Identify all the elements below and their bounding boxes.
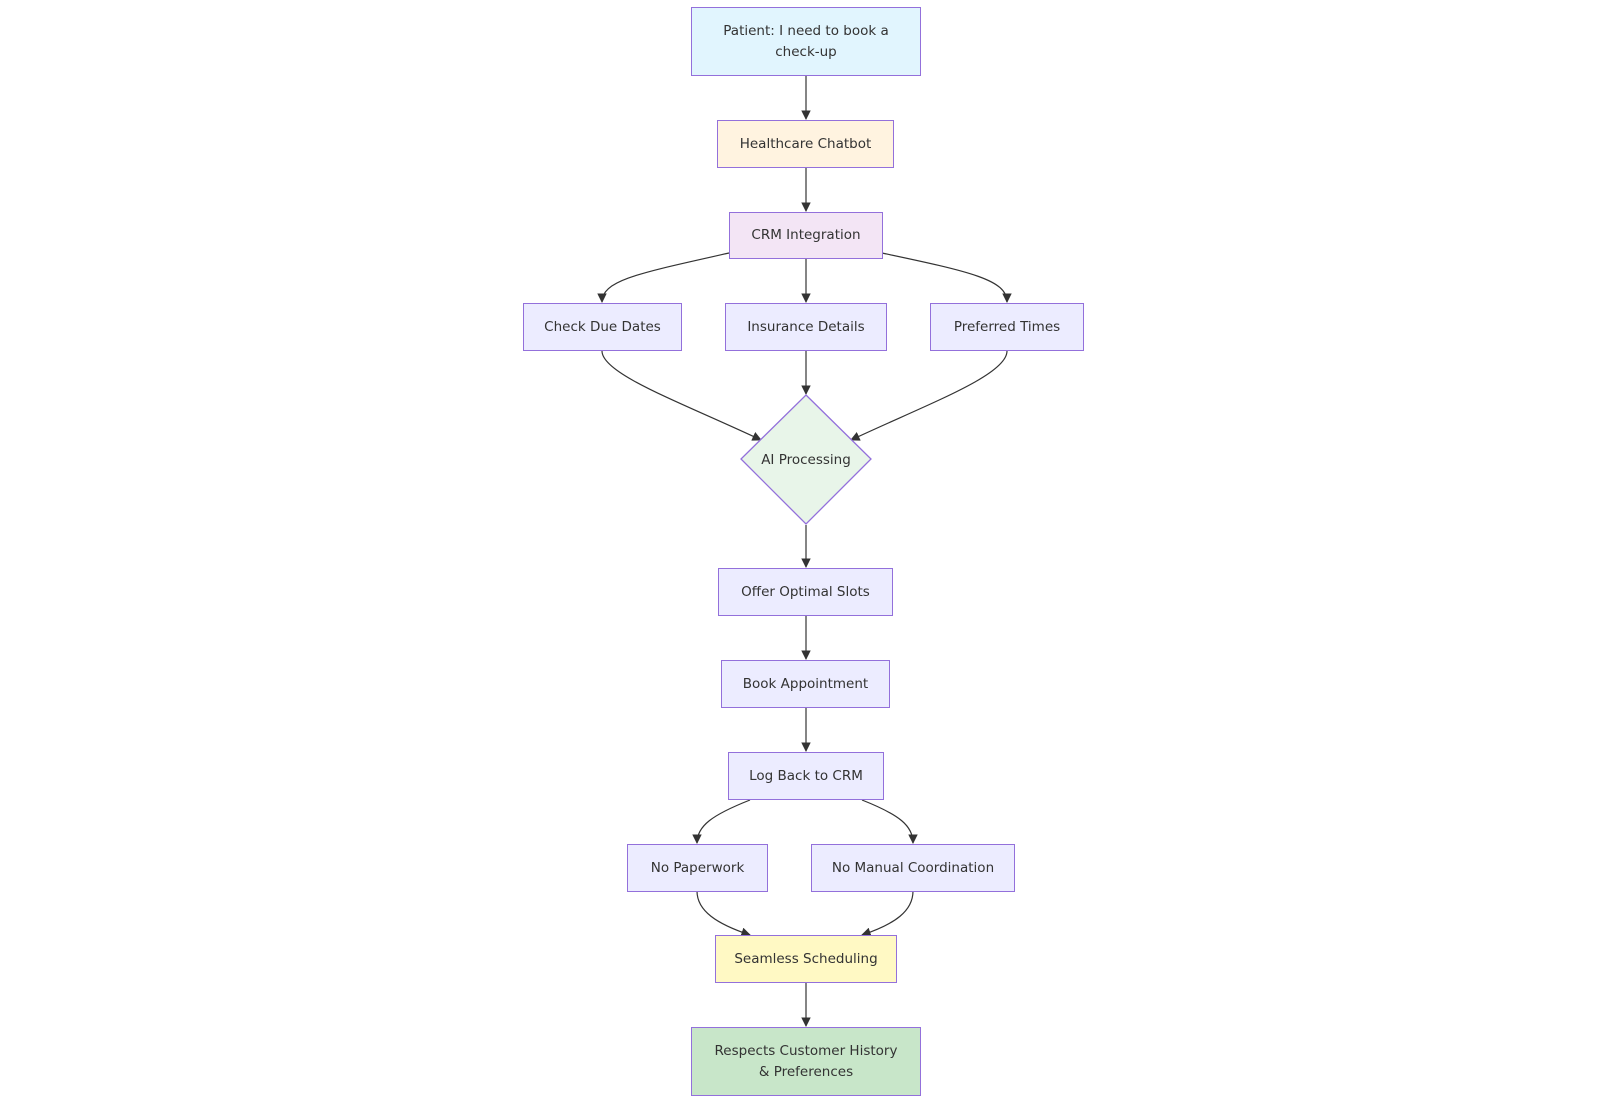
patient-request-line-1: Patient: I need to book a [723, 22, 889, 39]
node-preferred-times: Preferred Times [930, 303, 1084, 351]
book-appointment-label: Book Appointment [742, 675, 869, 692]
edge-log-back-to-no-manual [861, 799, 918, 844]
seamless-scheduling-label: Seamless Scheduling [734, 950, 878, 967]
healthcare-chatbot-label: Healthcare Chatbot [739, 135, 872, 152]
edge-log-back-to-no-paperwork [692, 799, 751, 844]
no-manual-coordination-label: No Manual Coordination [831, 859, 995, 876]
edge-crm-to-preferred-times [881, 252, 1012, 303]
node-insurance-details: Insurance Details [725, 303, 887, 351]
ai-processing-label-box: AI Processing [741, 395, 871, 525]
edge-no-manual-to-seamless [861, 890, 914, 937]
respects-customer-history-line-1: Respects Customer History [714, 1042, 898, 1059]
ai-processing-label: AI Processing [761, 452, 851, 468]
node-check-due-dates: Check Due Dates [523, 303, 682, 351]
edge-crm-to-due-dates [597, 252, 730, 303]
node-offer-optimal-slots: Offer Optimal Slots [718, 568, 893, 616]
ai-processing-diamond [740, 394, 872, 525]
offer-optimal-slots-label: Offer Optimal Slots [741, 583, 870, 600]
node-no-manual-coordination: No Manual Coordination [811, 844, 1015, 892]
no-paperwork-label: No Paperwork [650, 859, 745, 876]
log-back-to-crm-label: Log Back to CRM [749, 767, 863, 784]
node-seamless-scheduling: Seamless Scheduling [715, 935, 897, 983]
respects-customer-history-line-2: & Preferences [758, 1063, 854, 1080]
node-healthcare-chatbot: Healthcare Chatbot [717, 120, 894, 168]
node-patient-request: Patient: I need to book a check-up [691, 7, 921, 76]
node-no-paperwork: No Paperwork [627, 844, 768, 892]
edge-preferred-times-to-ai [850, 350, 1008, 441]
crm-integration-label: CRM Integration [751, 227, 861, 243]
check-due-dates-label: Check Due Dates [544, 318, 661, 335]
edge-no-paperwork-to-seamless [696, 890, 751, 937]
edge-due-dates-to-ai [601, 350, 762, 441]
preferred-times-label: Preferred Times [953, 318, 1061, 335]
insurance-details-label: Insurance Details [747, 318, 865, 335]
patient-request-line-2: check-up [775, 43, 837, 60]
node-book-appointment: Book Appointment [721, 660, 890, 708]
node-crm-integration: CRM Integration [729, 212, 883, 259]
node-log-back-to-crm: Log Back to CRM [728, 752, 884, 800]
node-respects-customer-history: Respects Customer History & Preferences [691, 1027, 921, 1096]
